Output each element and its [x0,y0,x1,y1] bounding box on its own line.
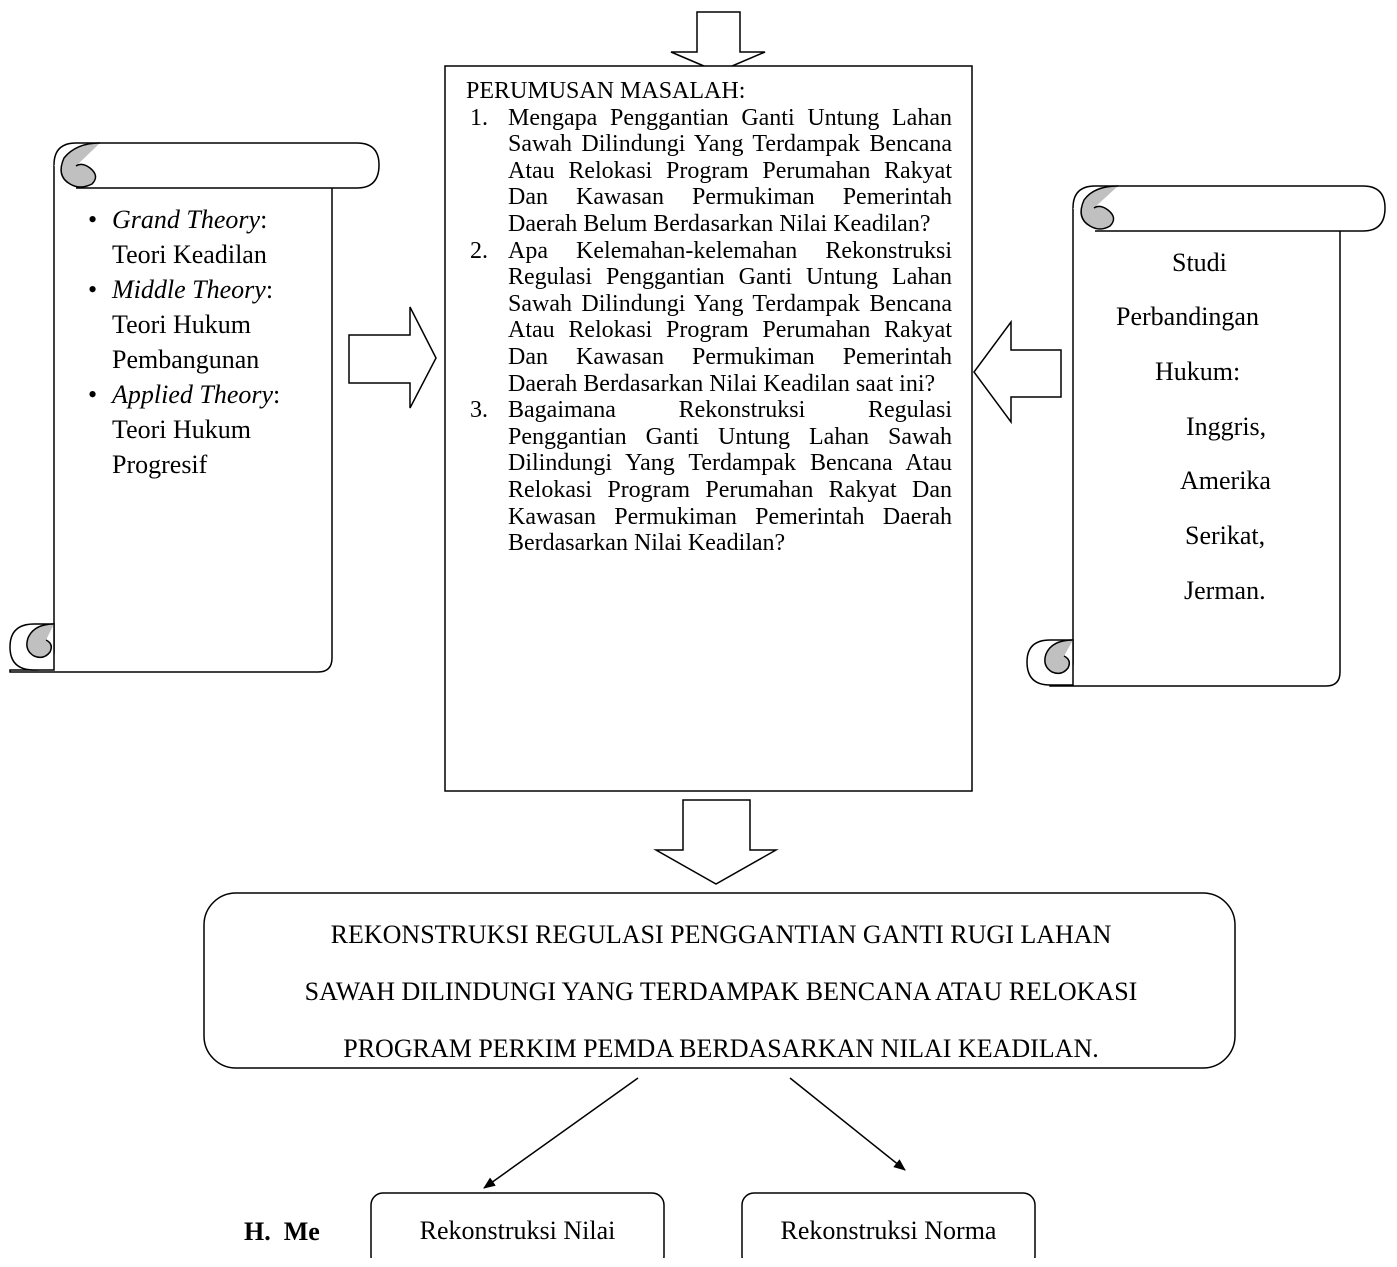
result-line: PROGRAM PERKIM PEMDA BERDASARKAN NILAI K… [343,1034,1099,1063]
center-down-arrow [653,799,779,885]
problem-list: 1. Mengapa Penggantian Ganti Untung Laha… [466,105,952,557]
theory-item: Grand Theory: Teori Keadilan [88,202,318,272]
problem-item: 2. Apa Kelemahan-kelemahan Rekonstruksi … [466,238,952,398]
value-reconstruction-label: Rekonstruksi Nilai [372,1194,663,1267]
result-line: REKONSTRUKSI REGULASI PENGGANTIAN GANTI … [330,920,1112,949]
comparative-line: Amerika [1180,466,1271,495]
theory-value: Teori Hukum [112,310,251,339]
problem-number: 1. [470,104,488,131]
section-heading-text: Me [283,1217,320,1246]
theory-value: Pembangunan [112,345,260,374]
right-to-center-arrow [973,319,1062,425]
comparative-line: Serikat, [1185,521,1266,550]
problem-title: PERUMUSAN MASALAH: [466,78,746,104]
top-down-arrow [670,11,766,73]
problem-box [444,65,973,792]
problem-item: 1. Mengapa Penggantian Ganti Untung Laha… [466,105,952,238]
left-to-center-arrow [348,306,437,409]
theory-name: Applied Theory [112,380,274,409]
theory-item: Middle Theory: Teori Hukum Pembangunan [88,272,318,377]
problem-text: Bagaimana Rekonstruksi Regulasi Penggant… [508,397,952,557]
arrow-to-value [483,1077,639,1189]
theory-list: Grand Theory: Teori Keadilan Middle Theo… [88,202,318,482]
problem-text: Apa Kelemahan-kelemahan Rekonstruksi Reg… [508,237,952,397]
right-scroll [1026,185,1386,687]
problem-item: 3. Bagaimana Rekonstruksi Regulasi Pengg… [466,397,952,557]
comparative-line: Inggris, [1186,412,1267,441]
comparative-line: Perbandingan [1116,302,1259,331]
problem-content: PERUMUSAN MASALAH: 1. Mengapa Penggantia… [466,78,952,557]
result-box [203,892,1236,1069]
section-heading-label: H. [244,1217,271,1246]
comparative-line: Studi [1172,248,1227,277]
problem-number: 3. [470,397,488,424]
theory-value: Teori Keadilan [112,240,267,269]
section-heading: H. Me [244,1217,320,1247]
result-text: REKONSTRUKSI REGULASI PENGGANTIAN GANTI … [206,906,1236,1077]
result-line: SAWAH DILINDUNGI YANG TERDAMPAK BENCANA … [304,977,1138,1006]
theory-name: Middle Theory [112,275,266,304]
norm-reconstruction-label: Rekonstruksi Norma [743,1194,1034,1267]
theory-item: Applied Theory: Teori Hukum Progresif [88,377,318,482]
theory-value: Progresif [112,450,208,479]
comparative-line: Jerman. [1184,576,1266,605]
theory-value: Teori Hukum [112,415,251,444]
problem-number: 2. [470,237,488,264]
arrow-to-norm [789,1077,906,1171]
problem-text: Mengapa Penggantian Ganti Untung Lahan S… [508,104,952,237]
theory-name: Grand Theory [112,205,261,234]
comparative-line: Hukum: [1155,357,1241,386]
